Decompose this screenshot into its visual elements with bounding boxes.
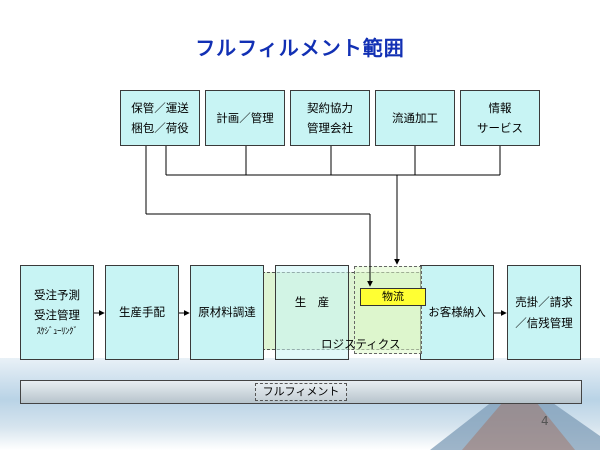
box-seisan-line-1: 生 産: [294, 295, 330, 310]
box-okyakusama: お客様納入: [420, 265, 494, 360]
box-hokan-line-2: 梱包／荷役: [131, 121, 189, 135]
box-keiyaku-line-2: 管理会社: [307, 121, 353, 135]
box-joho-line-1: 情報: [488, 100, 512, 115]
box-genzairyo-line-1: 原材料調達: [198, 305, 256, 320]
box-seisan: 生 産: [275, 265, 349, 360]
box-keiyaku: 契約協力 管理会社: [290, 90, 370, 146]
box-juchu-line-3: ｽｹｼﾞｭｰﾘﾝｸﾞ: [36, 326, 78, 337]
box-hokan: 保管／運送 梱包／荷役: [120, 90, 200, 146]
page-number: 4: [541, 414, 549, 428]
box-keikaku-line-1: 計画／管理: [216, 110, 274, 125]
box-keiyaku-line-1: 契約協力: [307, 100, 353, 115]
box-urikake: 売掛／請求 ／信残管理: [507, 265, 581, 360]
fulfillment-label: フルフィメント: [255, 383, 347, 401]
box-ryutsu: 流通加工: [375, 90, 455, 146]
box-joho-line-2: サービス: [477, 121, 523, 135]
box-seisan-tehai-line-1: 生産手配: [119, 305, 165, 320]
page-title: フルフィルメント範囲: [195, 36, 405, 60]
butsuryu-region: [354, 266, 422, 354]
box-joho: 情報 サービス: [460, 90, 540, 146]
box-seisan-tehai: 生産手配: [105, 265, 179, 360]
box-ryutsu-line-1: 流通加工: [392, 110, 438, 125]
box-urikake-line-1: 売掛／請求: [515, 295, 573, 310]
box-juchu: 受注予測 受注管理 ｽｹｼﾞｭｰﾘﾝｸﾞ: [20, 265, 94, 360]
box-okyakusama-line-1: お客様納入: [428, 305, 486, 320]
butsuryu-label: 物流: [360, 288, 426, 306]
box-hokan-line-1: 保管／運送: [131, 100, 189, 115]
box-genzairyo: 原材料調達: [190, 265, 264, 360]
box-urikake-line-2: ／信残管理: [515, 315, 573, 330]
box-keikaku: 計画／管理: [205, 90, 285, 146]
mountain-decoration: [430, 380, 600, 450]
box-juchu-line-1: 受注予測: [34, 287, 80, 302]
logistics-label: ロジスティクス: [321, 337, 401, 351]
box-juchu-line-2: 受注管理: [34, 307, 80, 322]
